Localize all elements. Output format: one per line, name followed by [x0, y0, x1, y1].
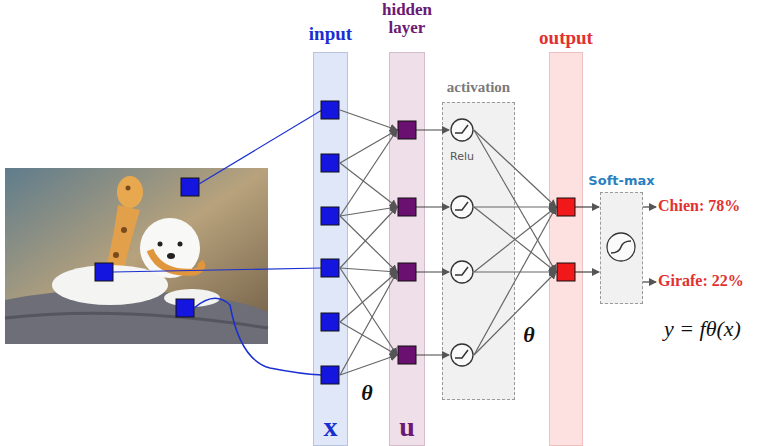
- relu-symbol: [451, 261, 473, 283]
- weight-arrow: [340, 163, 397, 207]
- activation-arrow: [416, 206, 449, 207]
- softmax-arrow: [575, 206, 599, 207]
- hidden-band: hidden layeru: [389, 52, 425, 446]
- relu-curve: [455, 350, 468, 358]
- vector-symbol: u: [399, 411, 415, 443]
- weights-symbol: θ: [523, 322, 534, 348]
- layer-heading: Soft-max: [588, 173, 654, 188]
- class-arrow: [643, 206, 656, 207]
- sigmoid-curve: [611, 241, 631, 253]
- weight-arrow: [340, 216, 397, 272]
- pixel-link: [113, 268, 322, 272]
- hidden-neuron: [398, 198, 416, 216]
- weight-arrow: [340, 207, 397, 216]
- relu-curve: [455, 202, 468, 210]
- relu-curve: [455, 125, 468, 133]
- layer-heading: hidden layer: [375, 1, 439, 37]
- weight-arrow: [474, 271, 556, 272]
- class-probability: Girafe: 22%: [658, 272, 744, 290]
- input-neuron: [321, 259, 339, 277]
- weight-arrow: [340, 355, 397, 375]
- output-neuron: [557, 198, 575, 216]
- class-arrow: [643, 281, 656, 282]
- weight-arrow: [474, 207, 556, 355]
- hidden-neuron: [398, 346, 416, 364]
- weight-arrow: [340, 130, 397, 163]
- weight-arrow: [340, 322, 397, 355]
- input-neuron: [321, 366, 339, 384]
- output-neuron: [557, 263, 575, 281]
- weight-arrow: [340, 268, 397, 355]
- class-probability: Chien: 78%: [658, 197, 740, 215]
- vector-symbol: x: [324, 411, 338, 443]
- weight-arrow: [340, 272, 397, 322]
- activation-name: Relu: [450, 150, 474, 163]
- relu-symbol: [451, 119, 473, 141]
- weight-arrow: [340, 207, 397, 268]
- layer-heading: output: [539, 27, 593, 49]
- softmax-arrow: [575, 271, 599, 272]
- relu-symbol: [451, 196, 473, 218]
- input-neuron: [321, 313, 339, 331]
- weight-arrow: [474, 207, 556, 272]
- activation-arrow: [416, 129, 449, 130]
- weight-arrow: [340, 130, 397, 216]
- activation-arrow: [416, 271, 449, 272]
- input-neuron: [321, 207, 339, 225]
- layer-heading: activation: [447, 79, 510, 96]
- weight-arrow: [474, 206, 556, 207]
- relu-symbol: [451, 344, 473, 366]
- softmax-symbol: [607, 233, 635, 261]
- output-band: output: [549, 52, 583, 446]
- weight-arrow: [340, 110, 397, 130]
- weight-arrow: [474, 272, 556, 355]
- pixel-link: [199, 110, 322, 184]
- input-neuron: [321, 154, 339, 172]
- weight-arrow: [474, 207, 556, 272]
- hidden-neuron: [398, 121, 416, 139]
- input-neuron: [321, 101, 339, 119]
- hidden-neuron: [398, 263, 416, 281]
- weight-arrow: [340, 272, 397, 375]
- activation-arrow: [416, 354, 449, 355]
- weight-arrow: [474, 130, 556, 272]
- weight-arrow: [474, 130, 556, 207]
- pixel-link: [194, 298, 322, 375]
- model-formula: y = fθ(x): [664, 316, 741, 342]
- layer-heading: input: [309, 23, 352, 45]
- weights-symbol: θ: [361, 380, 372, 406]
- relu-curve: [455, 267, 468, 275]
- weight-arrow: [340, 268, 397, 272]
